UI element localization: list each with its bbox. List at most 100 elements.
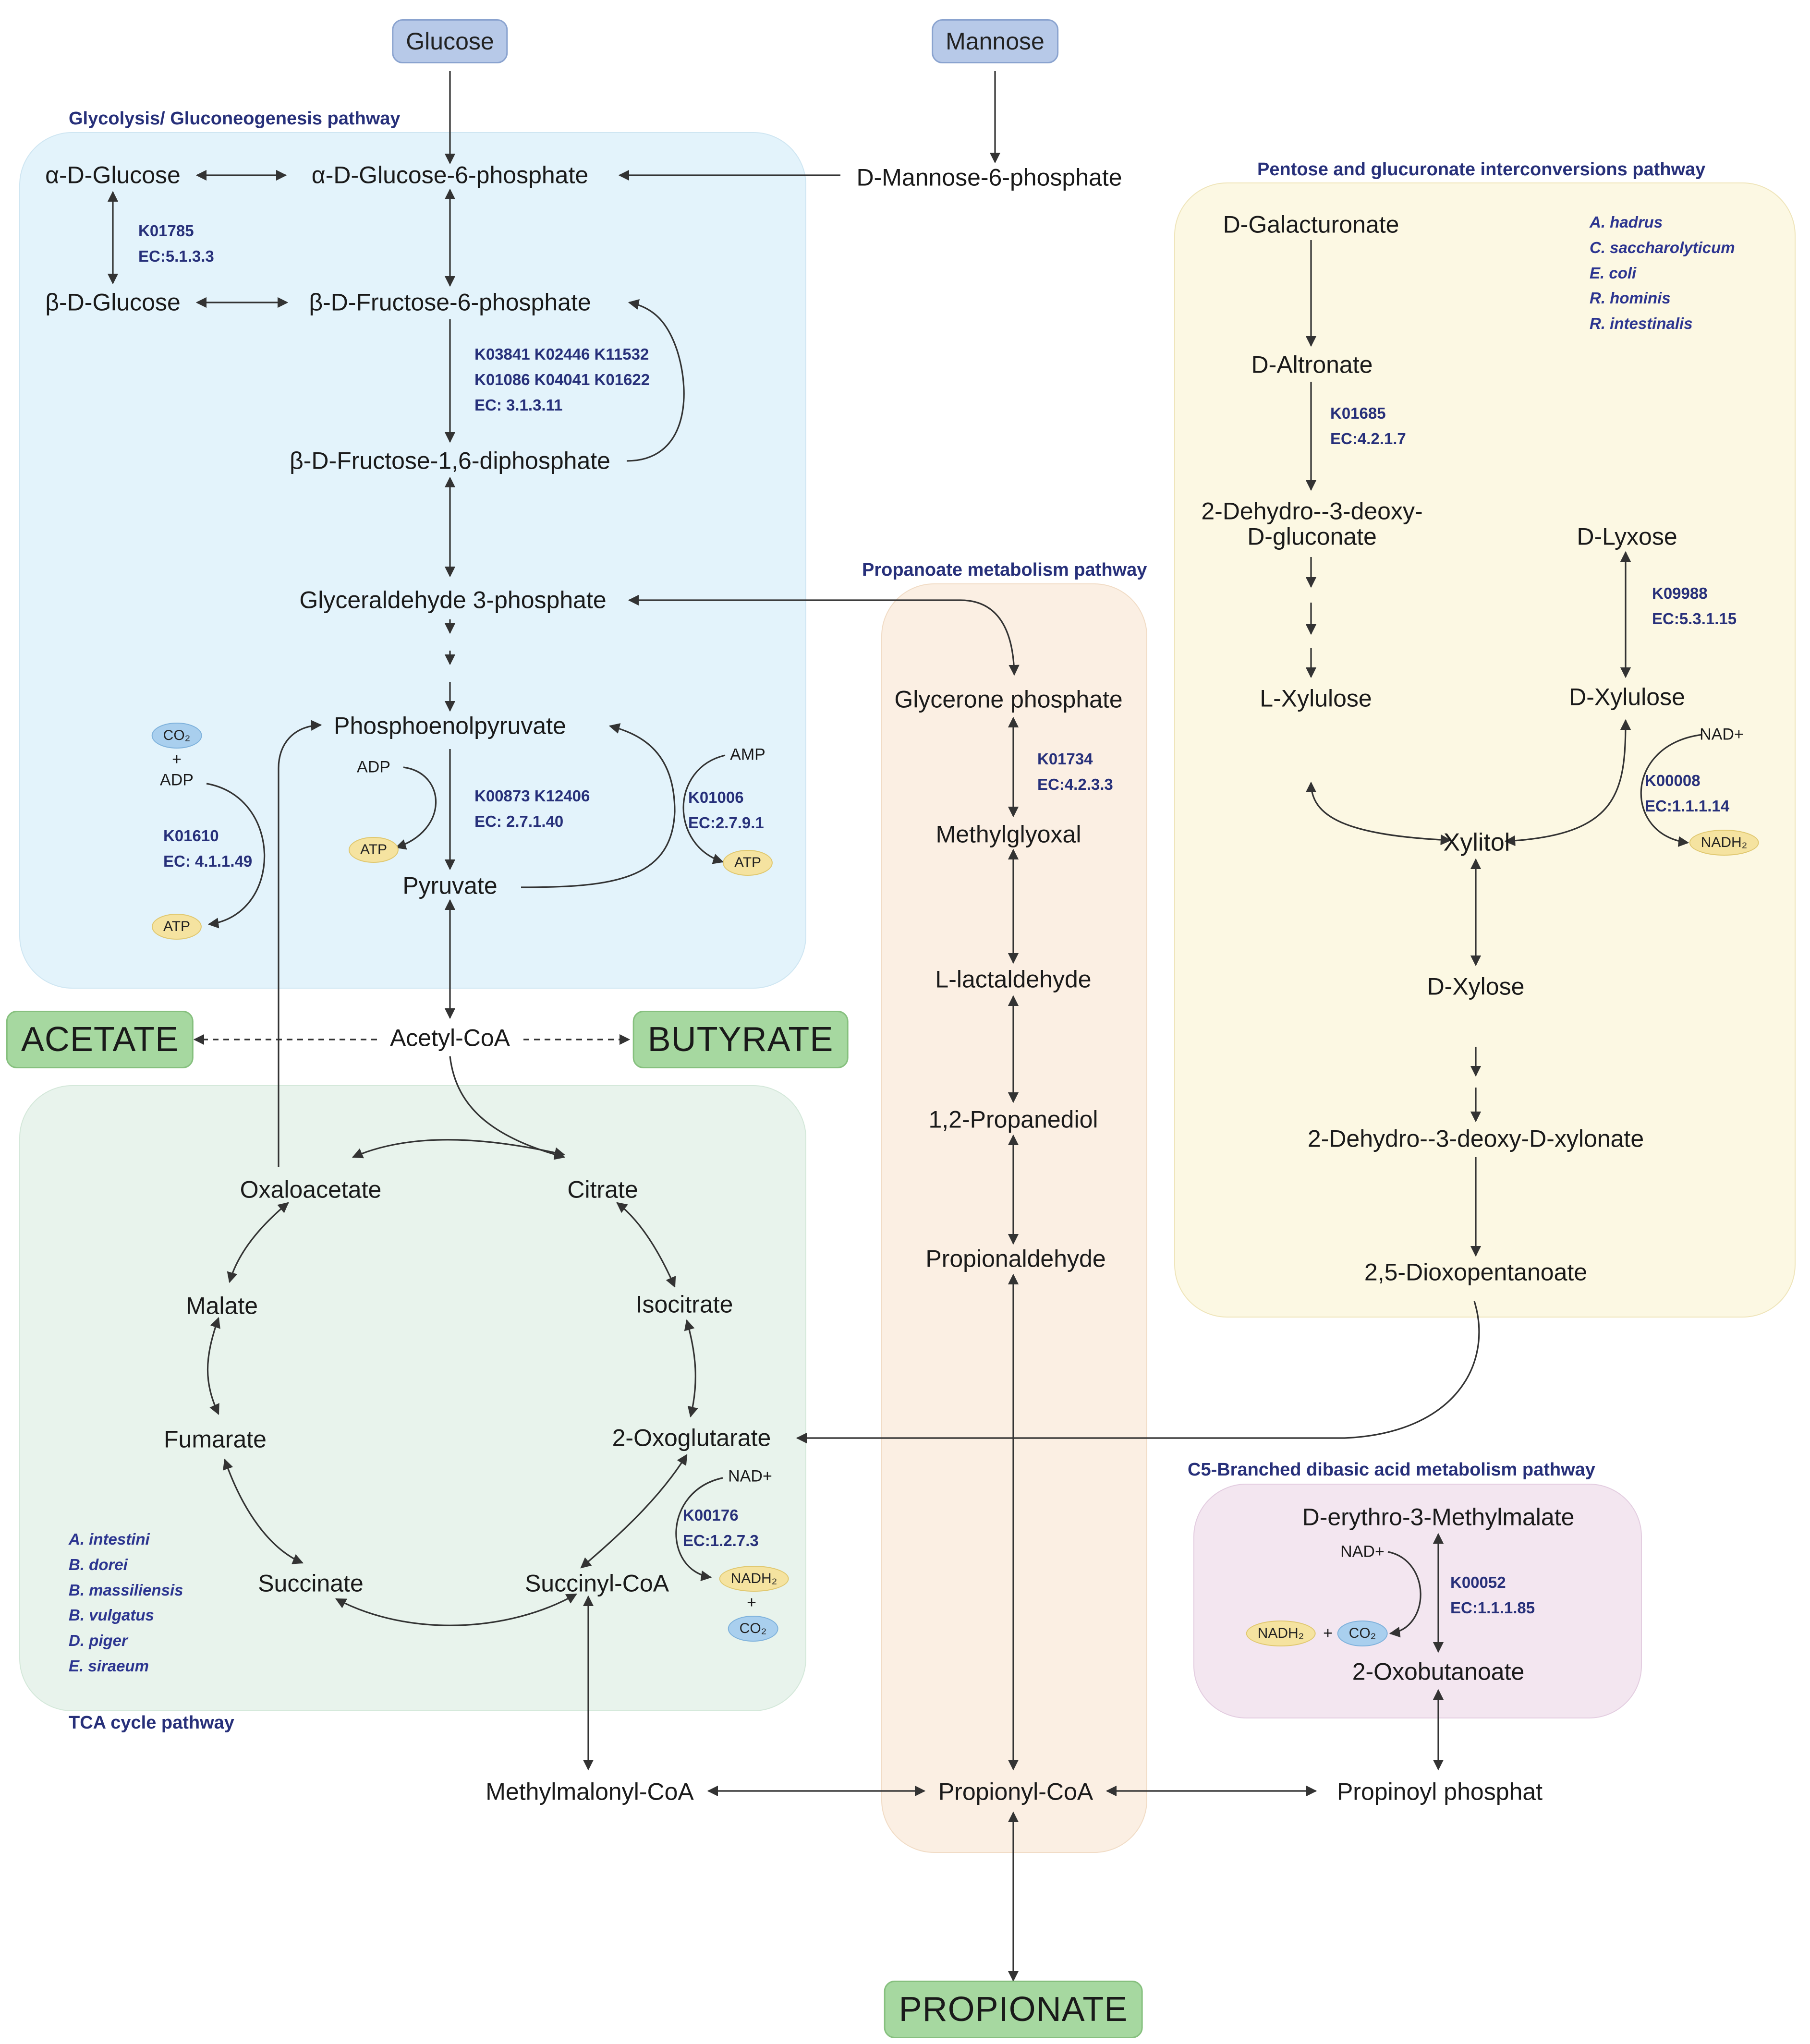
metabolite-dioxopentanoate: 2,5-Dioxopentanoate: [1364, 1258, 1588, 1286]
nad-cofactor-c5: NAD+: [1340, 1542, 1385, 1561]
metabolite-phosphoenolpyruvate: Phosphoenolpyruvate: [334, 712, 566, 739]
arrow-adp-atp-pck: [206, 783, 266, 929]
arrow-gap-glycerone: [628, 594, 1020, 676]
metabolite-fumarate: Fumarate: [164, 1426, 267, 1453]
metabolite-methylmalate: D-erythro-3-Methylmalate: [1302, 1503, 1575, 1531]
arrow-nad-nadh-c5: [1387, 1551, 1421, 1638]
butyrate-product: BUTYRATE: [632, 1011, 849, 1068]
mannose-source: Mannose: [932, 19, 1058, 63]
metabolite-methylmalonyl-coa: Methylmalonyl-CoA: [486, 1778, 694, 1805]
arrow-dxylulose-xylitol: [1504, 719, 1631, 847]
metabolite-2-oxobutanoate: 2-Oxobutanoate: [1352, 1658, 1525, 1685]
c5-region: [1193, 1484, 1642, 1718]
metabolite-dehydro-deoxy-gluconate-line1: 2-Dehydro--3-deoxy-: [1201, 497, 1423, 525]
metabolite-glucose-6-phosphate: α-D-Glucose-6-phosphate: [311, 161, 589, 189]
metabolite-dehydro-deoxy-gluconate-line2: D-gluconate: [1247, 523, 1377, 550]
metabolite-succinyl-coa: Succinyl-CoA: [524, 1570, 669, 1597]
metabolite-d-altronate: D-Altronate: [1251, 351, 1373, 378]
acetate-product: ACETATE: [6, 1011, 194, 1068]
c5-label: C5-Branched dibasic acid metabolism path…: [1188, 1460, 1595, 1480]
arrow-oxoglutarate-isocitrate: [684, 1319, 698, 1418]
arrow-f16dp-f6p: [626, 299, 685, 462]
co2-cofactor-pck: CO₂: [151, 723, 202, 749]
arrow-oaa-malate: [227, 1202, 289, 1283]
arrow-citrate-oaa: [352, 1139, 566, 1159]
metabolite-xylitol: Xylitol: [1443, 828, 1510, 857]
arrow-isocitrate-citrate: [616, 1202, 676, 1288]
metabolite-citrate: Citrate: [567, 1176, 638, 1203]
metabolite-propinoyl-phosphat: Propinoyl phosphat: [1336, 1778, 1543, 1805]
glucose-source: Glucose: [392, 19, 508, 63]
arrow-adp-atp-pyk: [395, 766, 437, 850]
nad-cofactor-tca: NAD+: [728, 1467, 772, 1486]
atp-cofactor-pck: ATP: [151, 914, 202, 940]
arrow-succinylcoa-oxoglutarate: [580, 1454, 688, 1569]
metabolite-2-oxoglutarate: 2-Oxoglutarate: [612, 1424, 771, 1451]
adp-cofactor-pck: ADP: [160, 771, 194, 789]
metabolite-l-lactaldehyde: L-lactaldehyde: [935, 966, 1092, 993]
co2-cofactor-tca: CO₂: [728, 1616, 778, 1642]
metabolite-dehydro-deoxy-xylonate: 2-Dehydro--3-deoxy-D-xylonate: [1307, 1125, 1644, 1152]
glycolysis-label: Glycolysis/ Gluconeogenesis pathway: [69, 109, 401, 129]
propanoate-label: Propanoate metabolism pathway: [862, 560, 1147, 580]
glycolysis-region: [19, 132, 806, 989]
propionate-product: PROPIONATE: [884, 1981, 1143, 2038]
metabolite-d-lyxose: D-Lyxose: [1577, 523, 1677, 550]
plus-sign-tca: +: [747, 1593, 756, 1612]
metabolite-propionyl-coa: Propionyl-CoA: [938, 1778, 1093, 1805]
arrow-dioxo-oxoglutarate: [796, 1301, 1480, 1444]
pentose-region: [1174, 182, 1796, 1318]
metabolite-succinate: Succinate: [258, 1570, 364, 1597]
arrow-oaa-pep: [278, 720, 322, 1167]
metabolite-beta-glucose: β-D-Glucose: [45, 289, 181, 316]
arrow-amp-atp: [682, 754, 726, 864]
arrow-nad-nadh-tca: [675, 1477, 723, 1582]
metabolite-fructose-16-diphosphate: β-D-Fructose-1,6-diphosphate: [290, 447, 610, 474]
nadh-cofactor-tca: NADH₂: [719, 1566, 789, 1592]
arrow-acetylcoa-citrate: [449, 1056, 566, 1160]
metabolite-methylglyoxal: Methylglyoxal: [935, 821, 1081, 848]
metabolite-alpha-glucose: α-D-Glucose: [45, 161, 181, 189]
plus-sign-pck: +: [172, 750, 182, 769]
metabolite-d-xylose: D-Xylose: [1427, 973, 1525, 1000]
nadh-cofactor-c5: NADH₂: [1246, 1621, 1316, 1646]
metabolite-isocitrate: Isocitrate: [635, 1291, 733, 1318]
amp-cofactor: AMP: [730, 745, 765, 764]
nad-cofactor-pentose: NAD+: [1700, 725, 1744, 744]
metabolite-l-xylulose: L-Xylulose: [1260, 685, 1372, 712]
pentose-label: Pentose and glucuronate interconversions…: [1257, 159, 1706, 180]
metabolite-glyceraldehyde-3-phosphate: Glyceraldehyde 3-phosphate: [299, 586, 607, 614]
arrow-malate-fumarate: [207, 1317, 220, 1415]
tca-label: TCA cycle pathway: [69, 1713, 234, 1733]
co2-cofactor-c5: CO₂: [1337, 1621, 1388, 1646]
metabolite-d-xylulose: D-Xylulose: [1569, 683, 1685, 711]
plus-sign-c5: +: [1323, 1624, 1333, 1643]
atp-cofactor-pyk: ATP: [348, 837, 399, 863]
metabolite-oxaloacetate: Oxaloacetate: [240, 1176, 382, 1203]
arrow-fumarate-succinate: [223, 1458, 304, 1564]
metabolite-propanediol: 1,2-Propanediol: [928, 1106, 1098, 1133]
metabolite-d-galacturonate: D-Galacturonate: [1223, 211, 1399, 238]
adp-cofactor-pyk: ADP: [357, 758, 390, 776]
atp-cofactor-ppdk: ATP: [722, 850, 773, 876]
nadh-cofactor-pentose: NADH₂: [1689, 830, 1759, 856]
metabolite-propionaldehyde: Propionaldehyde: [925, 1245, 1106, 1272]
arrow-lxylulose-xylitol: [1305, 781, 1452, 846]
arrow-succinate-succinylcoa: [335, 1593, 577, 1626]
metabolite-glycerone-phosphate: Glycerone phosphate: [894, 686, 1123, 713]
metabolite-pyruvate: Pyruvate: [402, 872, 498, 899]
metabolite-mannose-6-phosphate: D-Mannose-6-phosphate: [856, 164, 1122, 191]
